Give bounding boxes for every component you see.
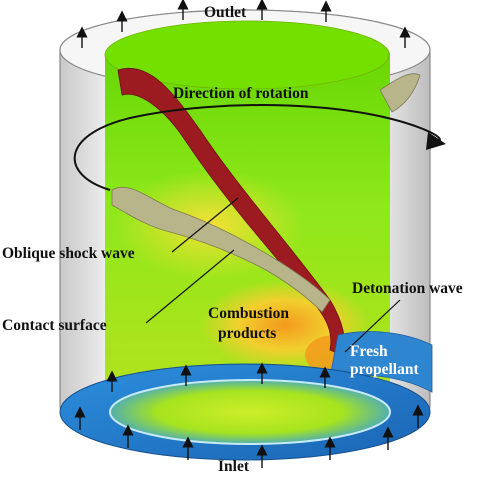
label-propellant: propellant <box>350 361 419 378</box>
leader-contact-surface <box>145 249 235 324</box>
label-inlet: Inlet <box>218 458 250 474</box>
inlet-arrows-top <box>106 362 331 392</box>
outlet-arrows <box>76 0 411 48</box>
label-detonation-wave: Detonation wave <box>352 280 463 297</box>
label-oblique-shock-wave: Oblique shock wave <box>2 245 135 262</box>
leader-oblique-shock <box>171 197 239 253</box>
label-fresh: Fresh <box>350 343 388 360</box>
contact-surface-ribbon <box>111 186 331 313</box>
leader-lines <box>145 197 401 353</box>
label-outlet: Outlet <box>204 4 247 21</box>
label-contact-surface: Contact surface <box>2 317 107 334</box>
rotation-arrow-icon <box>73 104 446 191</box>
leader-detonation-wave <box>344 299 401 353</box>
inlet-inner-face <box>109 379 391 445</box>
contact-surface-wisp <box>379 73 421 113</box>
inlet-annulus <box>59 363 431 461</box>
label-direction-of-rotation: Direction of rotation <box>173 85 309 102</box>
label-products: products <box>218 325 276 342</box>
top-field-cap <box>104 20 390 90</box>
label-combustion: Combustion <box>208 305 289 322</box>
inlet-arrows-bottom <box>74 404 424 468</box>
